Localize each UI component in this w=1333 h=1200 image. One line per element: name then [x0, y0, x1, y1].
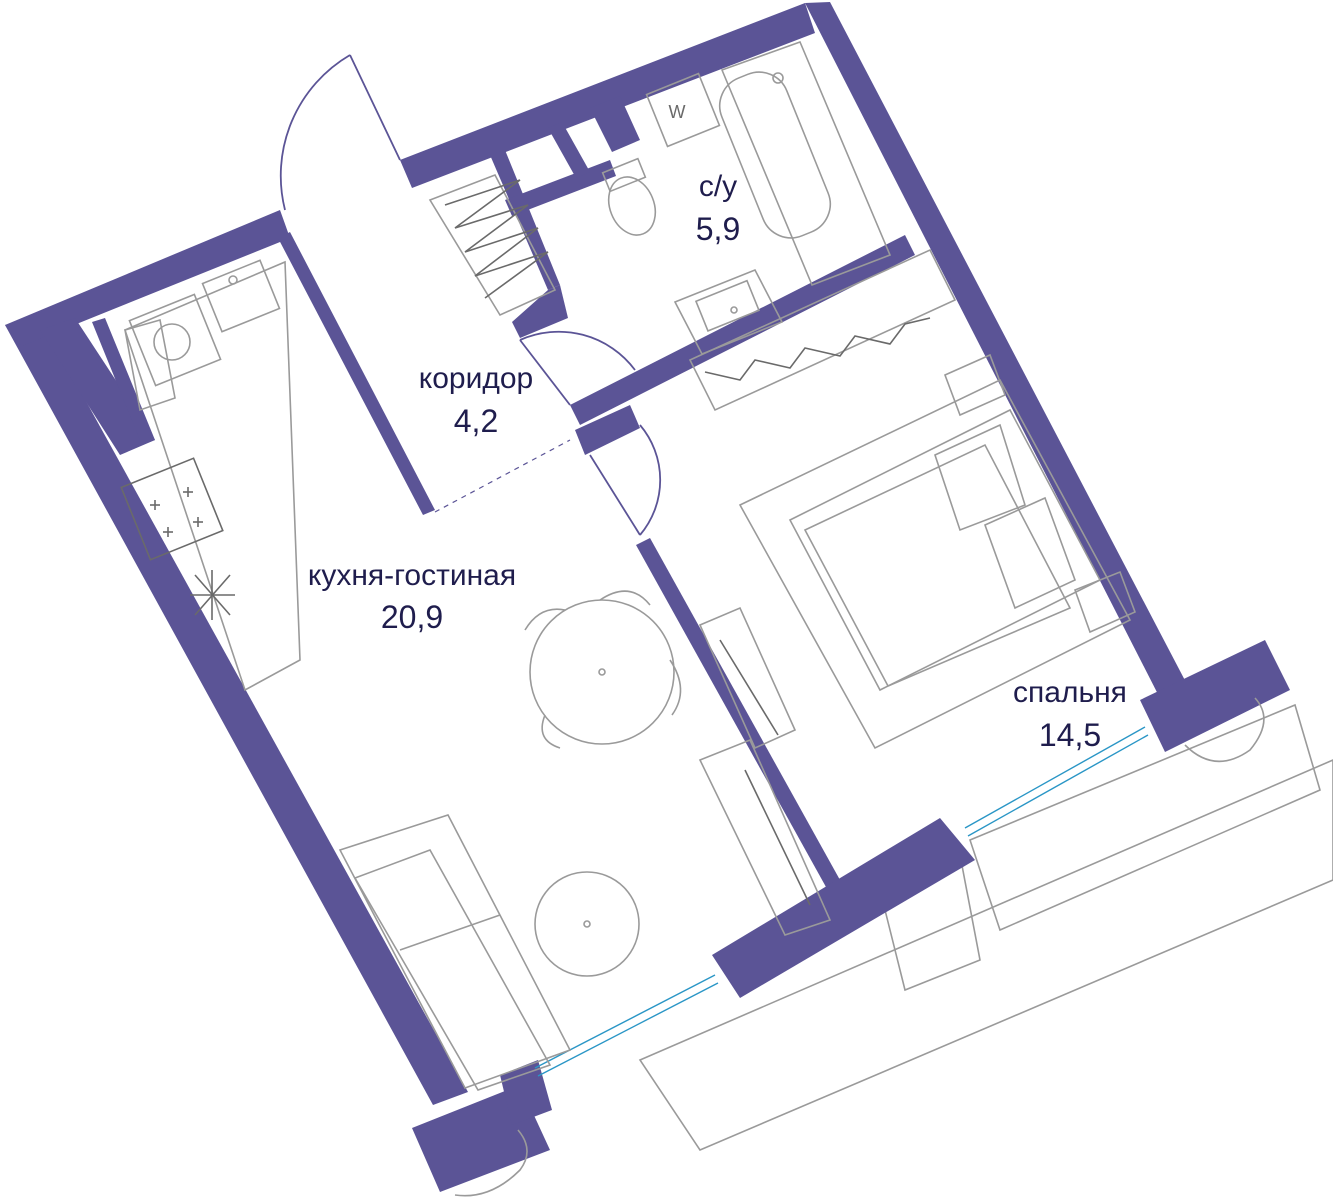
kitchen-living-name: кухня-гостиная — [308, 559, 516, 592]
washer-mark: W — [669, 102, 686, 122]
bathroom-area: 5,9 — [696, 211, 740, 247]
bedroom-furniture — [454, 248, 1265, 1197]
room-labels: W коридор 4,2 с/у 5,9 кухня-гостиная 20,… — [308, 102, 1127, 753]
kitchen-living-area: 20,9 — [381, 599, 443, 635]
snowflake-icon — [190, 570, 235, 620]
bathroom-name: с/у — [699, 170, 737, 203]
corridor-area: 4,2 — [454, 403, 498, 439]
walls — [5, 2, 1290, 1192]
corridor-name: коридор — [419, 362, 533, 395]
bathroom-fixtures — [428, 40, 892, 356]
doors — [279, 54, 662, 536]
balcony-outline — [638, 703, 1333, 1151]
bedroom-area: 14,5 — [1039, 717, 1101, 753]
bedroom-name: спальня — [1013, 676, 1127, 709]
kitchen-furniture — [120, 259, 832, 1091]
